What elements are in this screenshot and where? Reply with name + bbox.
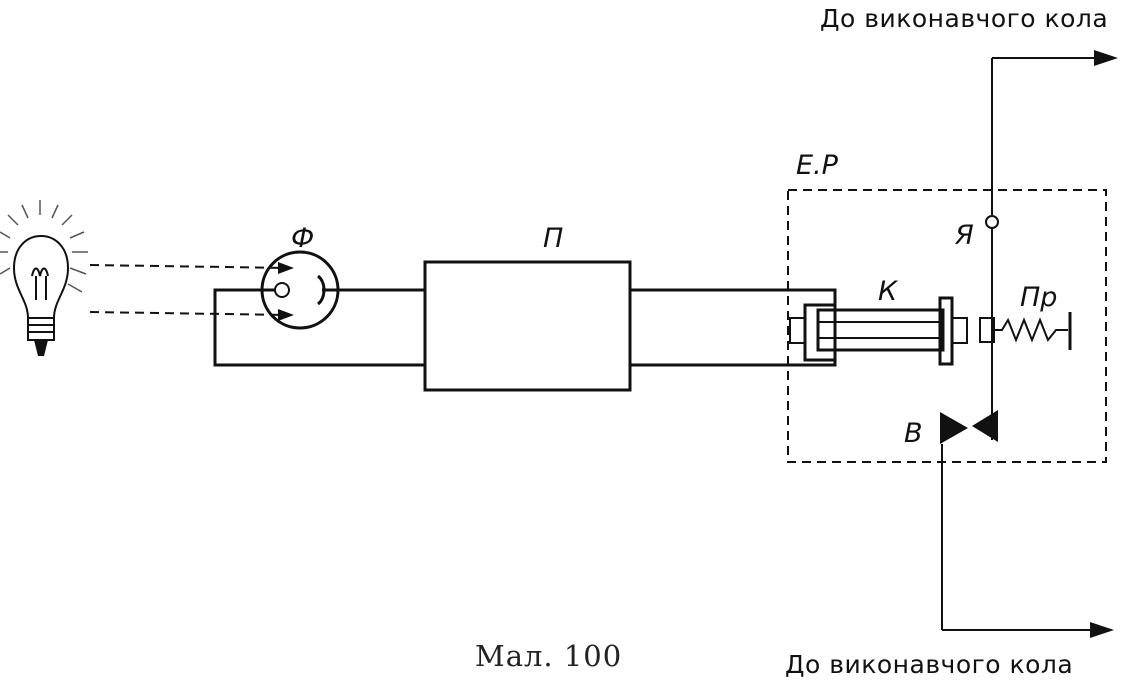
bottom-circuit-label: До виконавчого кола <box>785 650 1074 679</box>
amplifier-box <box>423 260 632 392</box>
label-contact: В <box>904 418 923 449</box>
relay-enclosure <box>787 189 1107 463</box>
figure-caption: Мал. 100 <box>475 639 623 673</box>
top-circuit-label: До виконавчого кола <box>820 4 1109 33</box>
contact-symbol <box>940 410 998 630</box>
light-beams <box>89 262 294 321</box>
armature-assembly <box>979 58 1072 440</box>
relay-coil <box>789 296 968 366</box>
label-photocell: Ф <box>291 223 315 254</box>
label-armature: Я <box>955 220 974 251</box>
top-output-arrow <box>992 50 1118 66</box>
label-spring: Пр <box>1020 282 1058 313</box>
label-amplifier: П <box>543 223 564 254</box>
light-bulb-icon <box>0 200 88 356</box>
label-relay: Е.Р <box>796 150 838 181</box>
label-core: К <box>878 276 898 307</box>
bottom-output-arrow <box>942 622 1114 638</box>
input-wires <box>213 288 425 367</box>
